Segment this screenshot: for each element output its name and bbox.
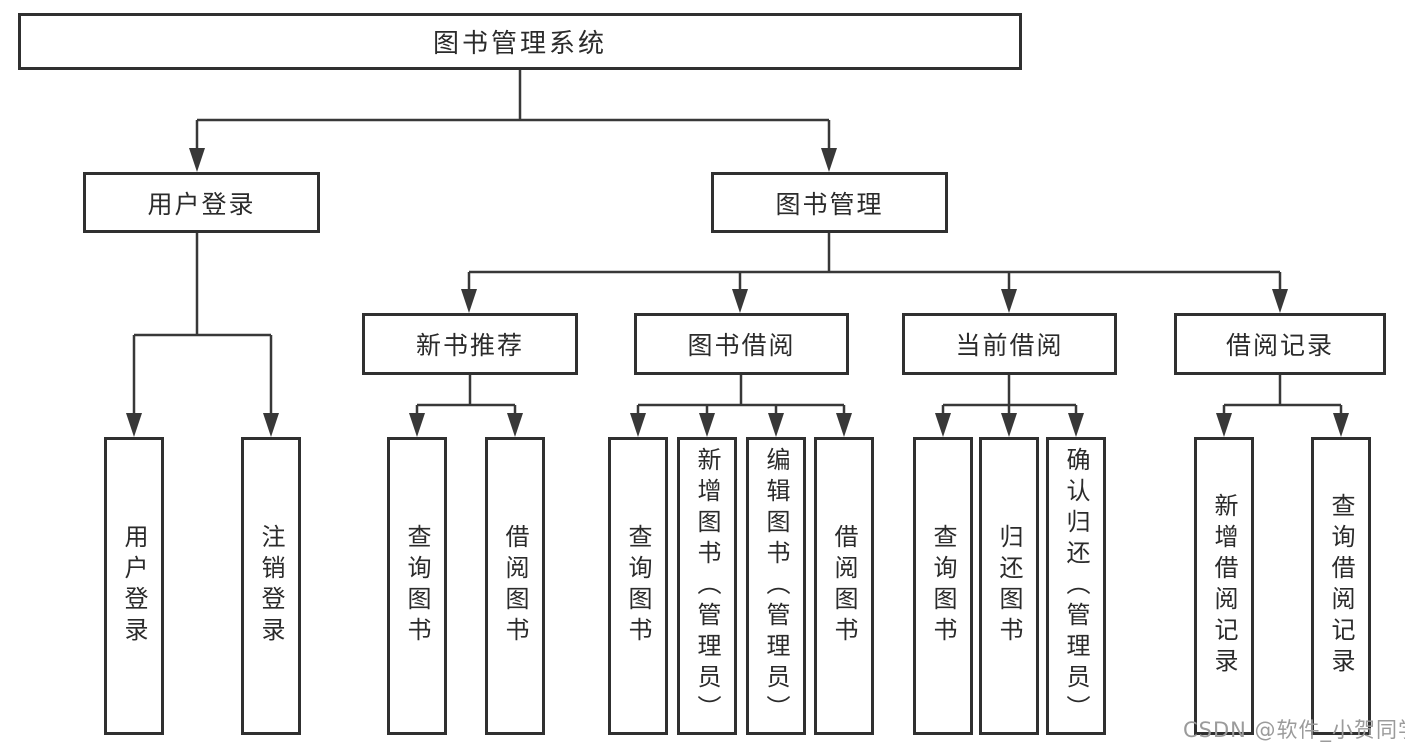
csdn-watermark: CSDN @软件_小贺同学 — [1183, 718, 1405, 742]
node-library-system: 图书管理系统 — [18, 13, 1022, 70]
node-label: 图书管理 — [775, 189, 884, 219]
leaf-query-borrow-record: 查询借阅记录 — [1311, 437, 1371, 735]
leaf-label: 查询图书 — [929, 524, 957, 648]
leaf-return-books: 归还图书 — [979, 437, 1039, 735]
leaf-add-borrow-record: 新增借阅记录 — [1194, 437, 1254, 735]
leaf-label: 借阅图书 — [501, 524, 529, 648]
tree-edges — [132, 70, 1343, 423]
leaf-label: 借阅图书 — [830, 524, 858, 648]
leaf-label: 查询借阅记录 — [1327, 493, 1355, 679]
node-current-borrowing: 当前借阅 — [902, 313, 1117, 375]
node-label: 借阅记录 — [1225, 331, 1334, 360]
node-book-management: 图书管理 — [711, 172, 948, 233]
node-label: 图书管理系统 — [432, 29, 607, 59]
leaf-label: 归还图书 — [995, 524, 1023, 648]
leaf-edit-book-admin: 编辑图书（管理员） — [746, 437, 806, 735]
node-new-book-recommend: 新书推荐 — [362, 313, 578, 375]
leaf-label: 新增借阅记录 — [1210, 493, 1238, 679]
leaf-logout: 注销登录 — [241, 437, 301, 735]
leaf-user-login: 用户登录 — [104, 437, 164, 735]
leaf-add-book-admin: 新增图书（管理员） — [677, 437, 737, 735]
leaf-label: 注销登录 — [257, 524, 285, 648]
leaf-label: 查询图书 — [624, 524, 652, 648]
node-book-borrowing: 图书借阅 — [634, 313, 849, 375]
leaf-label: 确认归还（管理员） — [1062, 446, 1090, 726]
node-borrowing-records: 借阅记录 — [1174, 313, 1386, 375]
leaf-borrow-books-recommend: 借阅图书 — [485, 437, 545, 735]
node-label: 新书推荐 — [415, 331, 524, 360]
leaf-confirm-return-admin: 确认归还（管理员） — [1046, 437, 1106, 735]
node-user-login: 用户登录 — [83, 172, 320, 233]
node-label: 图书借阅 — [687, 331, 796, 360]
node-label: 用户登录 — [147, 189, 256, 219]
leaf-query-books-recommend: 查询图书 — [387, 437, 447, 735]
leaf-label: 查询图书 — [403, 524, 431, 648]
leaf-borrow-books: 借阅图书 — [814, 437, 874, 735]
node-label: 当前借阅 — [955, 331, 1064, 360]
leaf-label: 用户登录 — [120, 524, 148, 648]
arrowheads — [126, 148, 1349, 437]
leaf-label: 编辑图书（管理员） — [762, 446, 790, 726]
leaf-label: 新增图书（管理员） — [693, 446, 721, 726]
leaf-query-books-borrow: 查询图书 — [608, 437, 668, 735]
leaf-query-books-current: 查询图书 — [913, 437, 973, 735]
